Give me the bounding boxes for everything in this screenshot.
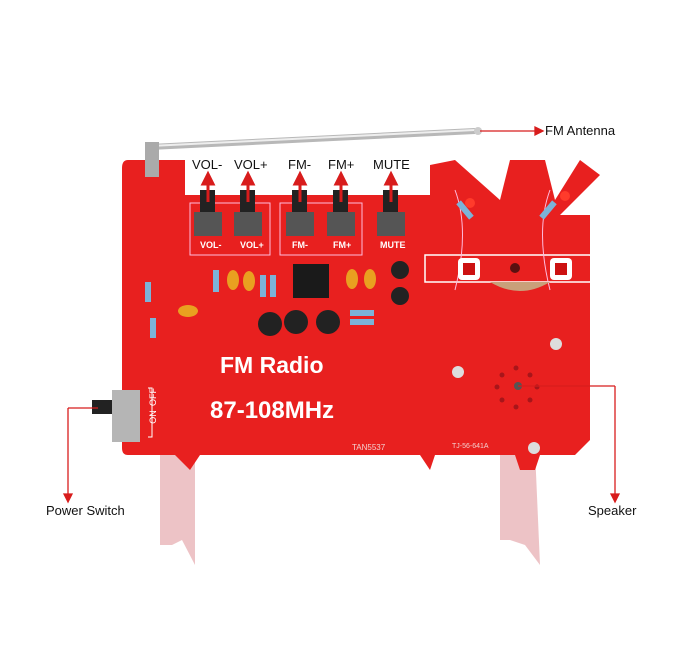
silk-mute: MUTE: [380, 240, 406, 250]
board-frequency: 87-108MHz: [210, 397, 335, 424]
board-title: FM Radio: [220, 352, 324, 378]
silk-fm-minus: FM-: [292, 240, 308, 250]
switch-on-label: ON: [147, 410, 158, 424]
switch-off-label: OFF: [148, 388, 158, 406]
label-vol-plus: VOL+: [234, 157, 268, 172]
label-vol-minus: VOL-: [192, 157, 223, 172]
callout-fm-antenna: FM Antenna: [545, 123, 616, 138]
label-mute: MUTE: [373, 157, 410, 172]
capacitors: [178, 261, 409, 336]
board-code-2: TJ-56-641A: [452, 443, 489, 450]
label-fm-plus: FM+: [328, 157, 355, 172]
button-arrows: [200, 170, 399, 202]
callout-lines: [62, 125, 621, 504]
label-fm-minus: FM-: [288, 157, 312, 172]
antenna: [145, 127, 482, 177]
silk-fm-plus: FM+: [333, 240, 352, 250]
callout-speaker: Speaker: [588, 503, 637, 518]
power-switch: [92, 387, 153, 442]
callout-power-switch: Power Switch: [46, 503, 125, 518]
stand-left: [160, 450, 195, 565]
screws: [452, 338, 562, 454]
silk-vol-plus: VOL+: [240, 240, 264, 250]
speaker-holes: [494, 365, 540, 410]
board-code-1: TAN5537: [352, 443, 386, 452]
tactile-buttons: [194, 190, 405, 236]
stand-right: [500, 450, 540, 565]
silk-vol-minus: VOL-: [200, 240, 222, 250]
resistors: [145, 200, 557, 338]
ic-chip: [293, 264, 329, 298]
